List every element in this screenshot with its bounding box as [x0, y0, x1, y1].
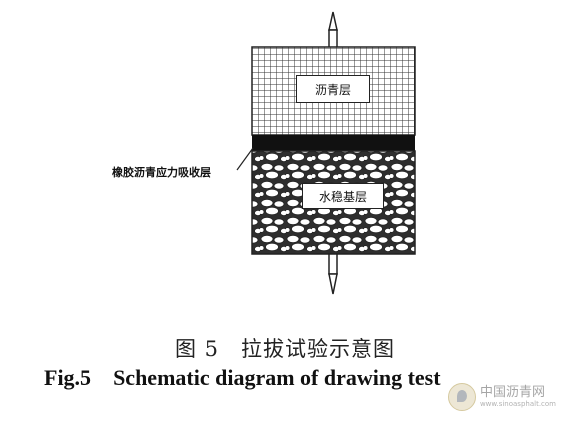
cement-base-layer-label: 水稳基层 [302, 183, 384, 209]
caption-english-title: Schematic diagram of drawing test [113, 365, 441, 390]
watermark-url: www.sinoasphalt.com [479, 400, 556, 408]
top-pull-rod [328, 11, 338, 49]
caption-figure-number: Fig.5 [44, 365, 92, 390]
watermark-logo-icon [447, 383, 476, 411]
watermark-name: 中国沥青网 [479, 385, 545, 400]
stress-absorbing-interlayer [252, 135, 415, 151]
diagram-drawing [236, 11, 416, 295]
asphalt-layer-label: 沥青层 [296, 75, 370, 103]
watermark: 中国沥青网 www.sinoasphalt.com [447, 383, 556, 411]
interlayer-label: 橡胶沥青应力吸收层 [112, 166, 211, 179]
pull-test-diagram: 沥青层 水稳基层 橡胶沥青应力吸收层 [112, 11, 416, 295]
interlayer-leader-line [236, 147, 254, 171]
caption-english: Fig.5 Schematic diagram of drawing test [44, 365, 441, 391]
caption-chinese: 图 5 拉拔试验示意图 [174, 337, 396, 361]
bottom-pull-rod [328, 253, 338, 295]
